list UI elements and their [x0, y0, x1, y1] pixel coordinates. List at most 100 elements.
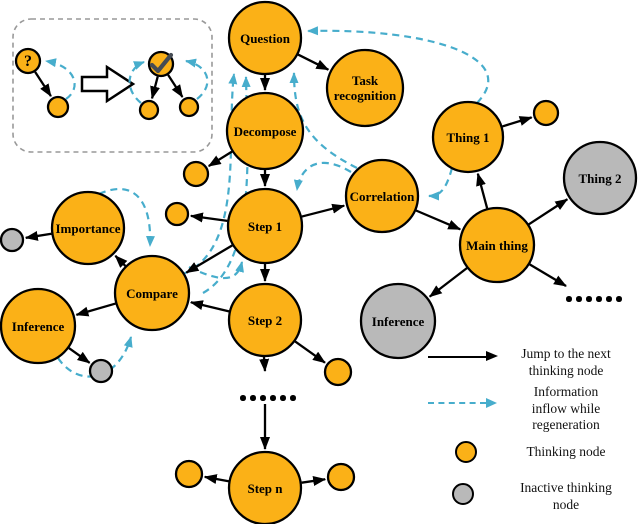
dot [260, 395, 266, 401]
legend-jump-line1: Jump to the next [521, 346, 611, 361]
node-mainthing: Main thing [458, 206, 536, 284]
node-sat1 [182, 160, 210, 188]
node-sat5-circle [326, 462, 356, 492]
legend-jump-line2: thinking node [528, 362, 604, 378]
node-step2-circle [227, 282, 303, 358]
legend-inactive-line1: Inactive thinking [520, 480, 612, 495]
dot [240, 395, 246, 401]
node-correlation-label: Correlation [350, 189, 416, 204]
node-decompose-circle [225, 91, 305, 171]
node-inference_g: Inference [359, 282, 437, 360]
node-step1-circle [226, 187, 304, 265]
dot [290, 395, 296, 401]
inflow-qchild-qmark [45, 58, 76, 100]
node-stepn: Step n [227, 450, 303, 524]
node-gray2-circle [88, 358, 114, 384]
dot [616, 296, 622, 302]
node-thing1-label: Thing 1 [447, 130, 490, 145]
inflow-importance-compare [98, 188, 155, 247]
legend-inflow-line3: regeneration [532, 417, 600, 432]
node-sat4-circle [174, 459, 204, 489]
node-sat1-circle [182, 160, 210, 188]
legend-inactive-line2: node [552, 496, 580, 512]
legend-thinking-line1: Thinking node [526, 444, 606, 459]
node-gray2 [88, 358, 114, 384]
inflow-inference-compare [57, 336, 133, 378]
edge-stepn-sat5 [301, 476, 327, 486]
node-compare-circle [113, 254, 191, 332]
node-sat2 [164, 201, 190, 227]
node-qmark-circle [14, 47, 42, 75]
inflow-thing1-correlation [428, 167, 454, 201]
inflow-checkl-check [128, 60, 145, 104]
dot [606, 296, 612, 302]
legend-inflow-arrow-icon [428, 397, 497, 408]
edge-step2-sat3 [294, 340, 326, 364]
edge-correlation-mainthing [415, 209, 462, 231]
inflow-thing1-question [307, 26, 490, 104]
edge-mainthing-inference_g [428, 267, 468, 298]
edge-importance-gray1 [24, 231, 52, 241]
node-step2: Step 2 [227, 282, 303, 358]
node-thing2: Thing 2 [562, 140, 638, 216]
legend-thinking-label: Thinking node [496, 444, 636, 461]
node-sat5 [326, 462, 356, 492]
node-gray1 [0, 227, 25, 253]
node-qmark: ? [14, 47, 42, 75]
legend-jump-arrow-icon [428, 351, 498, 362]
node-sat4 [174, 459, 204, 489]
edge-inference_y-gray2 [68, 347, 91, 364]
node-stepn-label: Step n [247, 481, 283, 496]
node-stepn-circle [227, 450, 303, 524]
node-question-circle [227, 0, 303, 76]
dot [596, 296, 602, 302]
node-inference_y-circle [0, 287, 77, 365]
edge-step1-correlation [301, 203, 346, 218]
dot [586, 296, 592, 302]
edge-step1-sat2 [189, 212, 228, 223]
edge-qmark-qchild [34, 71, 52, 97]
inflow-checkr-check [185, 58, 209, 100]
node-correlation-circle [344, 158, 420, 234]
node-checkl [138, 99, 160, 121]
ellipsis-mainthing [566, 296, 622, 302]
node-mainthing-circle [458, 206, 536, 284]
node-step1: Step 1 [226, 187, 304, 265]
node-task-circle [325, 48, 405, 128]
node-sat6 [532, 99, 560, 127]
edge-step1-compare [185, 244, 233, 274]
legend-inflow-line2: inflow while [531, 400, 601, 416]
node-sat6-circle [532, 99, 560, 127]
node-inference_y-label: Inference [12, 319, 65, 334]
edge-compare-inference_y [75, 302, 116, 317]
node-thing1: Thing 1 [431, 100, 505, 174]
legend-inactive-node-icon [452, 483, 474, 505]
node-sat3-circle [323, 357, 353, 387]
mainthing-to-ellipsis [529, 263, 567, 287]
dot [576, 296, 582, 302]
node-sat2-circle [164, 201, 190, 227]
inset-box [12, 18, 213, 153]
edge-check-checkl [150, 76, 160, 100]
ellipsis-steps [240, 395, 296, 401]
edge-question-task [297, 53, 330, 71]
inflow-correlation-step1 [293, 161, 352, 191]
inflow-compare-question [182, 73, 238, 276]
node-thing2-label: Thing 2 [579, 171, 622, 186]
legend-inflow-line1: Information [533, 384, 599, 399]
node-checkr-circle [178, 96, 200, 118]
node-thing2-circle [562, 140, 638, 216]
node-step2-label: Step 2 [248, 313, 282, 328]
node-compare: Compare [113, 254, 191, 332]
dot [566, 296, 572, 302]
inflow-correlation-question [289, 72, 358, 169]
node-inference_g-circle [359, 282, 437, 360]
step2-to-ellipsis [259, 356, 270, 372]
node-decompose-label: Decompose [234, 124, 297, 139]
transform-arrow-icon [80, 64, 136, 104]
node-sat3 [323, 357, 353, 387]
